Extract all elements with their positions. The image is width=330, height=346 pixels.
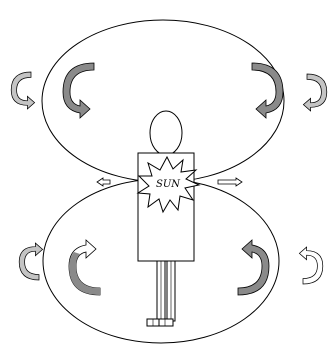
counterclockwise-arrow-icon [69, 252, 100, 295]
counterclockwise-arrow-icon [11, 72, 34, 109]
left-arrow-icon [97, 178, 110, 186]
figure-right-foot [159, 319, 173, 326]
counterclockwise-arrow-icon [63, 63, 94, 118]
figure-head [150, 111, 182, 155]
right-arrow-icon [218, 178, 242, 186]
clockwise-arrow-icon [303, 74, 326, 111]
clockwise-arrow-icon [252, 63, 283, 118]
sun-label: SUN [156, 179, 181, 190]
counterclockwise-arrow-icon [19, 243, 42, 280]
clockwise-arrow-icon [299, 247, 322, 284]
clockwise-arrow-icon [238, 240, 269, 295]
